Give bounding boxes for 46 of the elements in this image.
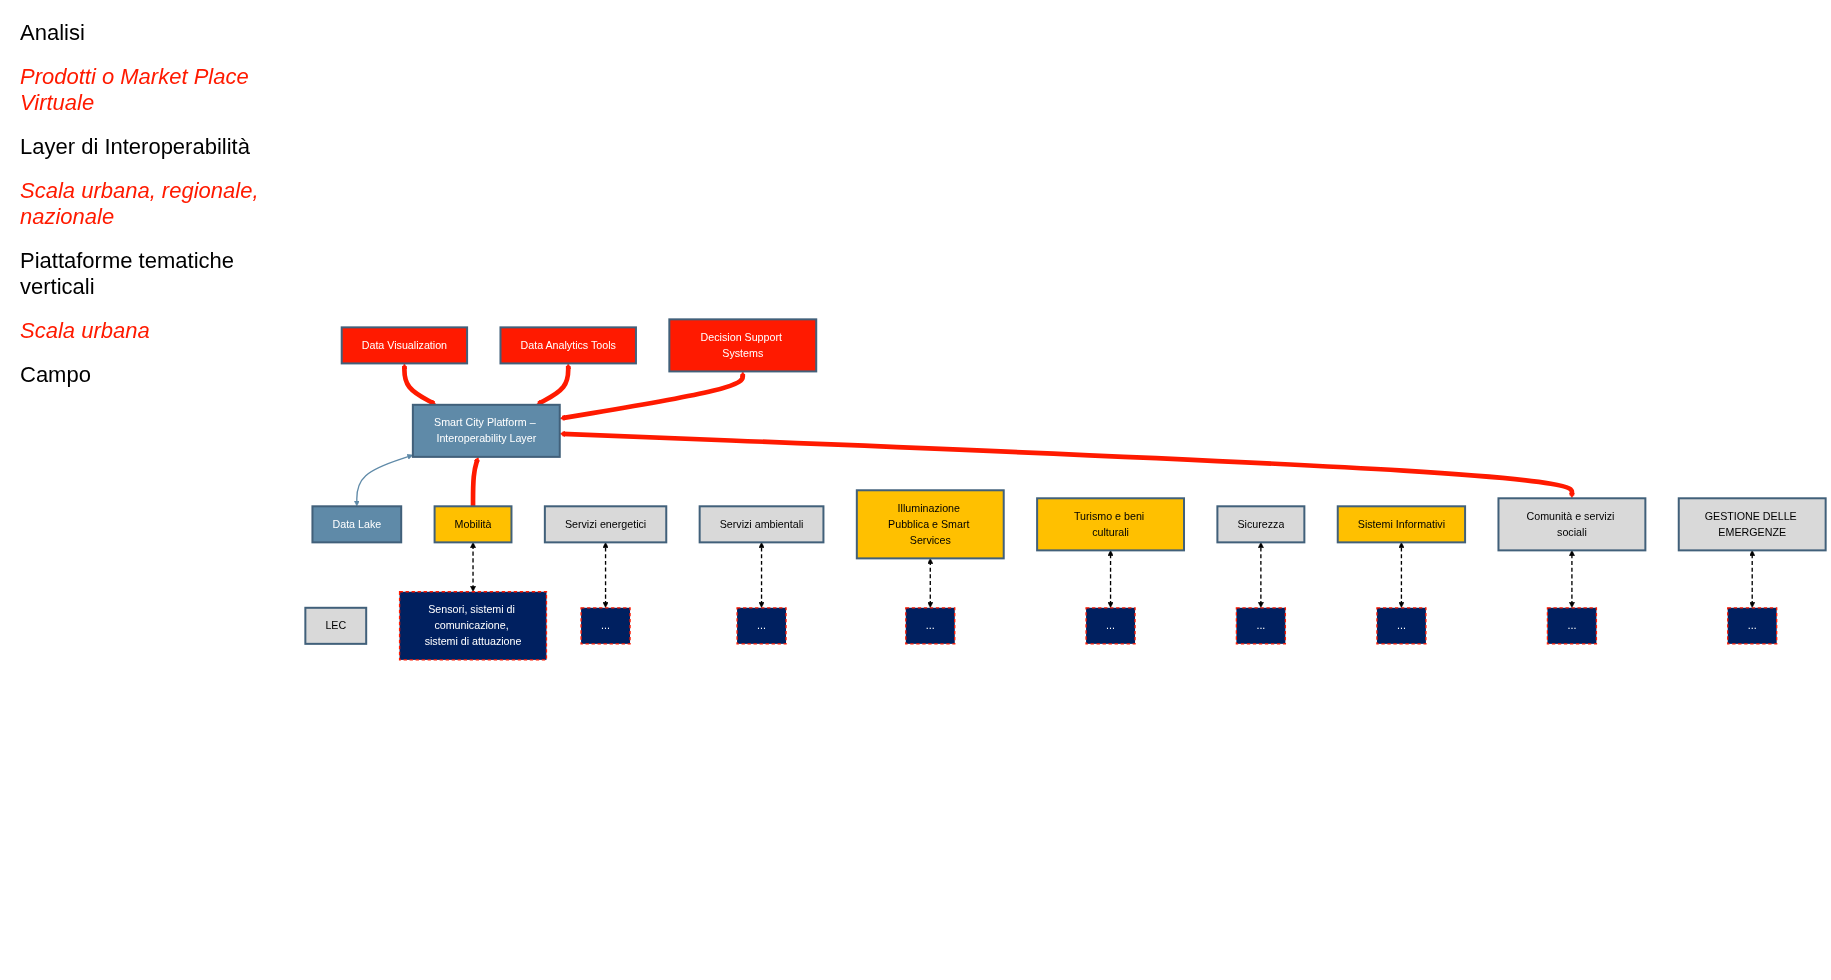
node-box: ... xyxy=(736,607,787,645)
node-box: Illuminazione Pubblica e Smart Services xyxy=(855,489,1005,560)
layer-label: Piattaforme tematiche verticali xyxy=(20,248,235,300)
arrow xyxy=(1398,542,1405,609)
node-box: Sensori, sistemi di comunicazione, sistemi di attuazione xyxy=(398,591,548,661)
node-box: Smart City Platform – Interoperability Layer xyxy=(411,404,561,459)
node-box: Data Lake xyxy=(311,505,403,544)
node-box: ... xyxy=(1085,607,1136,645)
node-box: Data Visualization xyxy=(340,326,469,365)
node-box: Mobilità xyxy=(433,505,513,544)
scope-note: Scala urbana, regionale, nazionale xyxy=(20,178,260,230)
node-box: Sistemi Informativi xyxy=(1336,505,1467,544)
arrow xyxy=(559,431,1575,499)
node-box: Servizi energetici xyxy=(543,505,668,544)
node-box: GESTIONE DELLE EMERGENZE xyxy=(1677,497,1827,552)
arrow xyxy=(536,363,572,407)
arrow xyxy=(470,457,480,507)
node-box: Servizi ambientali xyxy=(698,505,825,544)
node-box: ... xyxy=(1376,607,1427,645)
arrow xyxy=(353,454,414,507)
arrow xyxy=(1107,550,1114,609)
node-box: Comunità e servizi sociali xyxy=(1497,497,1647,552)
arrow xyxy=(602,542,609,609)
layer-label: Campo xyxy=(20,362,92,388)
arrow xyxy=(470,542,476,593)
arrow xyxy=(401,363,437,407)
scope-note: Scala urbana xyxy=(20,318,151,344)
node-box: ... xyxy=(580,607,631,645)
node-box: Turismo e beni culturali xyxy=(1036,497,1185,552)
node-box: Decision Support Systems xyxy=(668,318,818,373)
arrow xyxy=(758,542,765,609)
node-box: ... xyxy=(905,607,956,645)
node-box: Sicurezza xyxy=(1216,505,1306,544)
arrow xyxy=(1749,550,1756,609)
layer-label: Analisi xyxy=(20,20,86,46)
arrow xyxy=(1569,550,1575,609)
arrow xyxy=(1257,542,1264,609)
layer-label: Layer di Interoperabilità xyxy=(20,134,251,160)
node-box: ... xyxy=(1727,607,1778,645)
scope-note: Prodotti o Market Place Virtuale xyxy=(20,64,250,116)
node-box: Data Analytics Tools xyxy=(499,326,637,365)
arrow xyxy=(559,371,746,421)
node-box: LEC xyxy=(304,607,368,646)
arrow xyxy=(927,558,934,609)
node-box: ... xyxy=(1235,607,1287,645)
node-box: ... xyxy=(1546,607,1598,645)
